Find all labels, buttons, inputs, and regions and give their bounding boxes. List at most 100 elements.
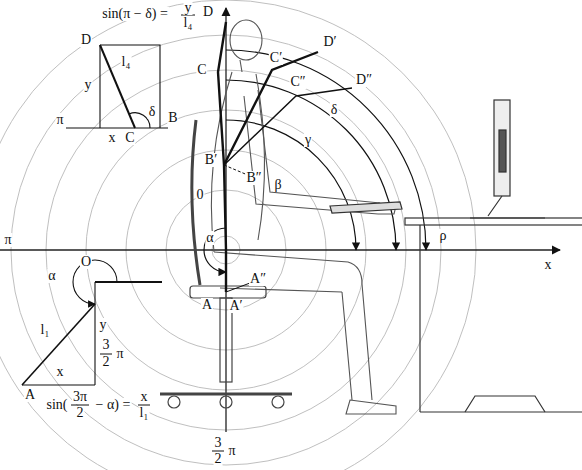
arc-arrow bbox=[226, 50, 426, 250]
screen bbox=[494, 100, 510, 196]
math-label: − α) = bbox=[95, 398, 132, 412]
desk-foot bbox=[465, 396, 545, 412]
arc-arrow bbox=[226, 120, 356, 250]
arm bbox=[244, 96, 378, 214]
shin bbox=[342, 284, 372, 400]
arm bbox=[95, 281, 162, 283]
inset-bottom bbox=[22, 260, 162, 385]
math-label: sin( bbox=[46, 398, 69, 412]
math-label: l₄ bbox=[183, 16, 194, 30]
desk-top bbox=[405, 218, 582, 225]
seat bbox=[190, 286, 266, 298]
math-label: B′ bbox=[204, 153, 218, 167]
thigh bbox=[220, 288, 342, 292]
floor bbox=[420, 411, 582, 412]
math-label: l₁ bbox=[139, 406, 150, 420]
math-label: x bbox=[108, 131, 117, 145]
math-label: l₄ bbox=[121, 55, 132, 69]
math-label: B bbox=[167, 111, 178, 125]
hypotenuse bbox=[100, 45, 135, 128]
math-label: A″ bbox=[249, 272, 267, 286]
math-label: 2 bbox=[102, 355, 111, 369]
math-label: D bbox=[202, 5, 214, 19]
math-label: D″ bbox=[355, 73, 373, 87]
math-label: π bbox=[227, 444, 236, 458]
math-label: 2 bbox=[76, 406, 85, 420]
stand bbox=[470, 196, 545, 218]
math-label: 0 bbox=[196, 188, 205, 202]
math-label: α bbox=[47, 269, 56, 283]
math-label: A bbox=[24, 388, 36, 402]
math-label: y bbox=[99, 318, 108, 332]
math-label: O bbox=[80, 255, 92, 269]
neck bbox=[240, 60, 242, 72]
frame bbox=[100, 45, 160, 128]
math-label: δ bbox=[330, 103, 339, 117]
concentric-circles bbox=[0, 0, 476, 470]
seat-line bbox=[226, 283, 250, 292]
math-label: D′ bbox=[322, 35, 337, 49]
inset-top bbox=[66, 45, 168, 128]
baseline bbox=[66, 127, 168, 128]
wheel bbox=[272, 396, 284, 408]
head bbox=[230, 20, 262, 60]
math-label: β bbox=[273, 178, 282, 192]
seated-person bbox=[211, 20, 396, 414]
arc-arrow bbox=[204, 228, 226, 272]
monitor bbox=[470, 100, 545, 218]
backrest bbox=[192, 120, 200, 285]
math-label: C bbox=[196, 63, 207, 77]
math-label: 2 bbox=[214, 452, 223, 466]
screen-face bbox=[499, 130, 506, 172]
math-label: x bbox=[544, 258, 553, 272]
math-label: π bbox=[115, 347, 124, 361]
math-label: α bbox=[205, 231, 214, 245]
math-label: π bbox=[3, 233, 12, 247]
math-label: ρ bbox=[439, 229, 448, 243]
math-label: B″ bbox=[245, 171, 262, 185]
arc-arrow bbox=[226, 80, 396, 250]
wheel bbox=[168, 396, 180, 408]
x-axis bbox=[0, 249, 560, 250]
math-label: x bbox=[56, 365, 65, 379]
math-label: γ bbox=[304, 133, 312, 147]
wheel bbox=[220, 396, 232, 408]
math-label: A bbox=[201, 298, 213, 312]
math-label: A′ bbox=[228, 299, 243, 313]
math-label: l₁ bbox=[40, 323, 51, 337]
math-label: 3 bbox=[102, 338, 111, 352]
math-label: sin(π − δ) = bbox=[101, 7, 169, 21]
base bbox=[160, 393, 292, 396]
math-label: y bbox=[84, 78, 93, 92]
circle bbox=[0, 0, 476, 470]
hypotenuse bbox=[22, 304, 95, 385]
rotation-arcs bbox=[204, 50, 426, 272]
spine-segments bbox=[218, 22, 352, 292]
axes bbox=[0, 8, 560, 432]
base bbox=[22, 384, 95, 385]
side bbox=[99, 45, 100, 128]
math-label: C′ bbox=[269, 51, 283, 65]
math-label: x bbox=[140, 390, 149, 404]
math-label: π bbox=[55, 113, 64, 127]
math-label: C″ bbox=[289, 75, 306, 89]
math-label: C bbox=[124, 131, 135, 145]
spine-rotated bbox=[224, 88, 352, 165]
math-label: D bbox=[80, 33, 92, 47]
fraction-bars bbox=[71, 15, 224, 451]
side bbox=[94, 282, 95, 385]
keyboard bbox=[330, 202, 402, 213]
spine bbox=[218, 22, 226, 292]
spine-rotated bbox=[224, 52, 318, 165]
arm bbox=[258, 90, 380, 203]
math-label: 3π bbox=[72, 390, 88, 404]
math-label: δ bbox=[148, 105, 157, 119]
thigh bbox=[214, 252, 362, 284]
desk bbox=[330, 202, 582, 412]
desk-panel bbox=[419, 225, 420, 412]
foot bbox=[346, 400, 396, 414]
math-label: y bbox=[184, 1, 193, 15]
math-label: 3 bbox=[214, 436, 223, 450]
